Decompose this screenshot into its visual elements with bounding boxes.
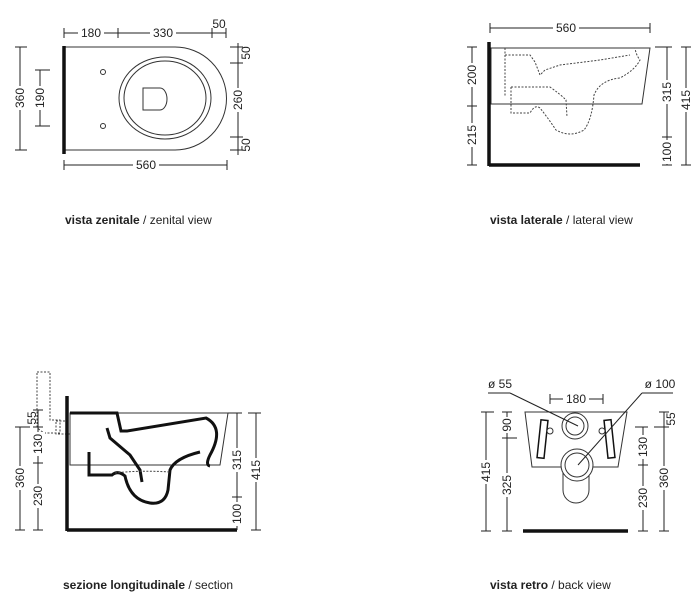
dim-50: 50 [212,17,226,31]
section-view-drawing: 55 130 230 360 315 100 415 [13,371,263,532]
caption-section-view: sezione longitudinale / section [63,578,233,592]
caption-italian: vista zenitale [65,213,140,227]
dim-415: 415 [479,462,493,482]
dim-330: 330 [153,26,173,40]
caption-english: section [195,578,234,592]
back-outline [524,411,628,468]
dim-315: 315 [660,82,674,102]
caption-italian: sezione longitudinale [63,578,186,592]
caption-english: zenital view [149,213,212,227]
caption-zenital-view: vista zenitale / zenital view [65,213,212,227]
dim-90: 90 [500,418,514,432]
dim-325: 325 [500,475,514,495]
dim-100: 100 [660,142,674,162]
dim-55: 55 [25,411,39,425]
dim-560: 560 [556,21,576,35]
caption-separator: / [185,578,196,592]
dim-180: 180 [566,392,586,406]
back-view-drawing: ø 55 ø 100 180 415 90 325 130 230 55 360 [479,377,678,533]
dim-560: 560 [136,158,156,172]
dim-130: 130 [636,437,650,457]
lid-outline [142,87,168,111]
zenital-view-drawing: 180 330 50 360 190 50 260 50 560 [13,17,253,172]
caption-italian: vista laterale [490,213,563,227]
fixing-hole [100,69,106,75]
dim-360: 360 [657,468,671,488]
caption-separator: / [548,578,559,592]
dim-215: 215 [465,125,479,145]
dim-230: 230 [636,488,650,508]
fixing-hole [100,123,106,129]
dim-360: 360 [13,468,27,488]
dim-360: 360 [13,88,27,108]
dim-50: 50 [239,46,253,60]
dim-415: 415 [249,460,263,480]
dim-200: 200 [465,65,479,85]
flush-pipe [36,371,61,434]
lateral-view-drawing: 560 200 215 315 100 415 [465,21,693,167]
caption-back-view: vista retro / back view [490,578,611,592]
dim-phi-100: ø 100 [645,377,676,391]
caption-lateral-view: vista laterale / lateral view [490,213,633,227]
dim-230: 230 [31,486,45,506]
dim-100: 100 [230,504,244,524]
caption-separator: / [562,213,573,227]
dim-55: 55 [664,412,678,426]
dim-415: 415 [679,90,693,110]
caption-english: back view [558,578,611,592]
dim-190: 190 [33,88,47,108]
dim-phi-55: ø 55 [488,377,512,391]
caption-italian: vista retro [490,578,549,592]
bowl-outline [490,47,651,105]
caption-english: lateral view [572,213,633,227]
dim-260: 260 [231,90,245,110]
dim-315: 315 [230,450,244,470]
dim-180: 180 [81,26,101,40]
dim-130: 130 [31,434,45,454]
dim-50: 50 [239,138,253,152]
caption-separator: / [139,213,150,227]
